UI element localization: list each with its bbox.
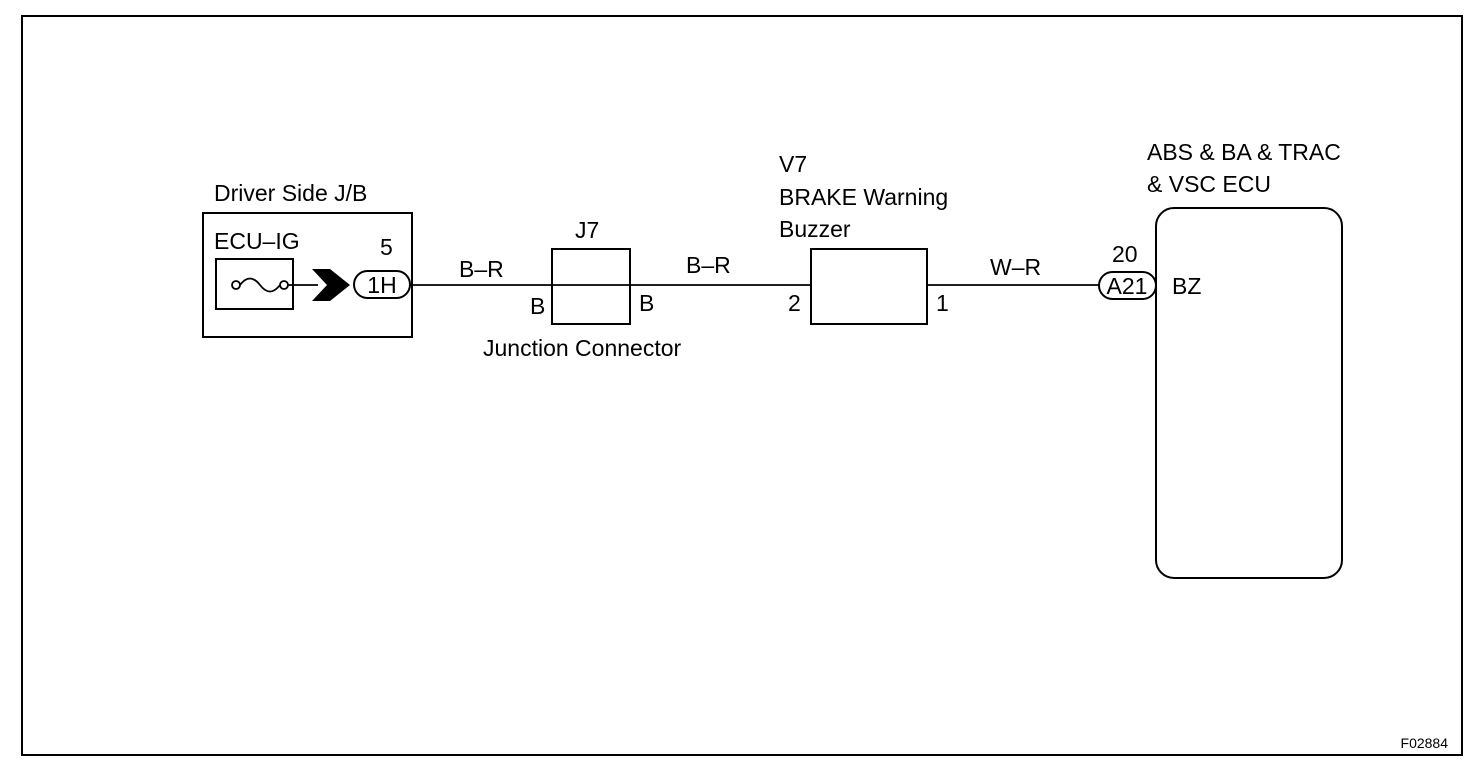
driver-jb-title: Driver Side J/B (214, 180, 367, 206)
ecu-name: ABS & BA & TRAC (1147, 139, 1341, 165)
fuse-icon (215, 258, 294, 310)
junction-box (551, 248, 631, 325)
diagram-frame (21, 15, 1463, 756)
brake-warning-buzzer: V7 BRAKE Warning Buzzer 2 1 (779, 151, 949, 325)
junction-id: J7 (575, 217, 599, 243)
ecu-pin-number: 20 (1112, 241, 1138, 267)
wire-2-color: B–R (686, 252, 731, 278)
connector-arrow-icon (312, 269, 350, 301)
buzzer-pin-in: 2 (788, 290, 801, 316)
buzzer-name-2: Buzzer (779, 216, 851, 242)
driver-jb-box (202, 212, 413, 338)
wire-1-color: B–R (459, 256, 504, 282)
ecu-connector-oval (1098, 271, 1157, 300)
ecu-box (1155, 207, 1343, 579)
wire-3-color: W–R (990, 254, 1041, 280)
ecu-terminal: BZ (1172, 273, 1201, 299)
junction-caption: Junction Connector (483, 335, 682, 361)
junction-right-terminal: B (639, 290, 654, 316)
junction-connector: J7 B B Junction Connector (483, 217, 682, 361)
jb-pin-number: 5 (380, 234, 393, 260)
buzzer-box (810, 248, 928, 325)
fuse-label: ECU–IG (214, 228, 300, 254)
driver-side-jb: Driver Side J/B ECU–IG 5 1H (202, 180, 413, 338)
ecu-connector-code: A21 (1107, 273, 1148, 299)
abs-vsc-ecu: ABS & BA & TRAC & VSC ECU 20 A21 BZ (1098, 139, 1343, 579)
buzzer-pin-out: 1 (936, 290, 949, 316)
jb-connector-code: 1H (367, 272, 396, 298)
ecu-name-2: & VSC ECU (1147, 171, 1271, 197)
junction-left-terminal: B (530, 293, 545, 319)
buzzer-id: V7 (779, 151, 807, 177)
buzzer-name: BRAKE Warning (779, 184, 948, 210)
figure-id: F02884 (1401, 735, 1449, 751)
